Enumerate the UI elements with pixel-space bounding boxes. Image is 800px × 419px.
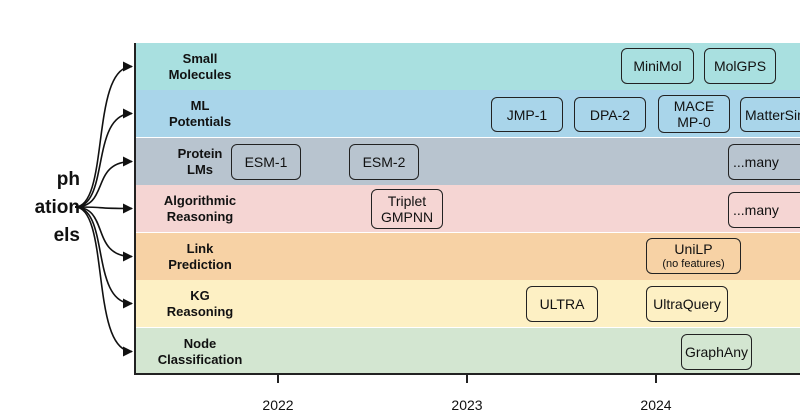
model-node: MatterSim: [740, 97, 800, 132]
model-node-text: GraphAny: [684, 344, 749, 360]
tick-label-2023: 2023: [451, 397, 483, 413]
lane-label-line: Reasoning: [166, 208, 234, 224]
branch-arrow: [74, 108, 133, 208]
lane-label-line: Prediction: [168, 256, 232, 272]
model-node: ESM-2: [349, 144, 419, 180]
tick-2022: [277, 375, 279, 383]
lane-label-line: Classification: [157, 351, 243, 367]
model-node-text: MACE: [673, 98, 715, 114]
model-node-text: UniLP: [674, 241, 713, 257]
tick-2024: [655, 375, 657, 383]
lane-label-line: Small: [182, 50, 218, 66]
branch-arrow: [74, 203, 133, 214]
model-node-subtext: (no features): [662, 258, 725, 270]
lane-label-line: Potentials: [168, 113, 232, 129]
lane-4: [135, 185, 800, 232]
lane-label-line: Molecules: [168, 66, 232, 82]
model-node-text: ...many: [733, 202, 779, 218]
lane-2: [135, 90, 800, 137]
root-label-line-1: ph: [56, 169, 80, 190]
model-node: MolGPS: [704, 48, 776, 84]
lane-label-line: Link: [186, 240, 214, 256]
model-node: MiniMol: [621, 48, 694, 84]
lane-7: [135, 328, 800, 375]
branch-arrow: [74, 206, 133, 309]
tick-2023: [466, 375, 468, 383]
lane-label-line: KG: [190, 287, 210, 303]
tick-label-2022: 2022: [262, 397, 294, 413]
model-node-text: MolGPS: [713, 58, 767, 74]
model-node-text: MatterSim: [745, 106, 800, 123]
model-node: ESM-1: [231, 144, 301, 180]
root-label-line-2: ation: [34, 197, 80, 218]
lane-label-line: ML: [190, 97, 210, 113]
lane-label-line: Protein: [177, 145, 223, 161]
model-node-text: MiniMol: [633, 58, 682, 74]
model-node-text: MP-0: [677, 114, 711, 130]
tick-label-2024: 2024: [640, 397, 672, 413]
branch-arrow: [74, 206, 133, 262]
root-label: ph ation els: [0, 166, 80, 250]
model-node: ULTRA: [526, 286, 598, 322]
model-node: JMP-1: [491, 97, 563, 132]
model-node: UltraQuery: [646, 286, 728, 322]
model-node-text: ...many: [733, 154, 779, 170]
root-label-line-3: els: [53, 225, 80, 246]
lane-label-line: Node: [183, 335, 217, 351]
model-node: UniLP(no features): [646, 238, 741, 274]
lane-label-line: Reasoning: [166, 303, 234, 319]
model-node-text: DPA-2: [589, 106, 631, 123]
lane-6: [135, 280, 800, 327]
model-node-text: ULTRA: [539, 296, 585, 312]
model-node-text: ESM-1: [244, 154, 288, 170]
model-node: DPA-2: [574, 97, 646, 132]
model-node-text: GMPNN: [380, 209, 434, 225]
branch-arrow: [74, 156, 133, 208]
model-node: GraphAny: [681, 334, 752, 370]
lane-label-line: LMs: [187, 161, 213, 177]
model-node: ...many: [728, 144, 800, 180]
lane-3: [135, 138, 800, 185]
lane-label-line: Algorithmic: [163, 192, 237, 208]
model-node-text: Triplet: [387, 193, 427, 209]
model-node-text: ESM-2: [362, 154, 406, 170]
branch-arrow: [74, 61, 133, 208]
branch-arrow: [74, 206, 133, 357]
x-axis-line: [135, 373, 800, 375]
lane-5: [135, 233, 800, 280]
model-node-text: UltraQuery: [653, 296, 721, 312]
model-node-text: JMP-1: [506, 106, 548, 123]
model-node: ...many: [728, 192, 800, 228]
y-axis-line: [134, 43, 136, 375]
